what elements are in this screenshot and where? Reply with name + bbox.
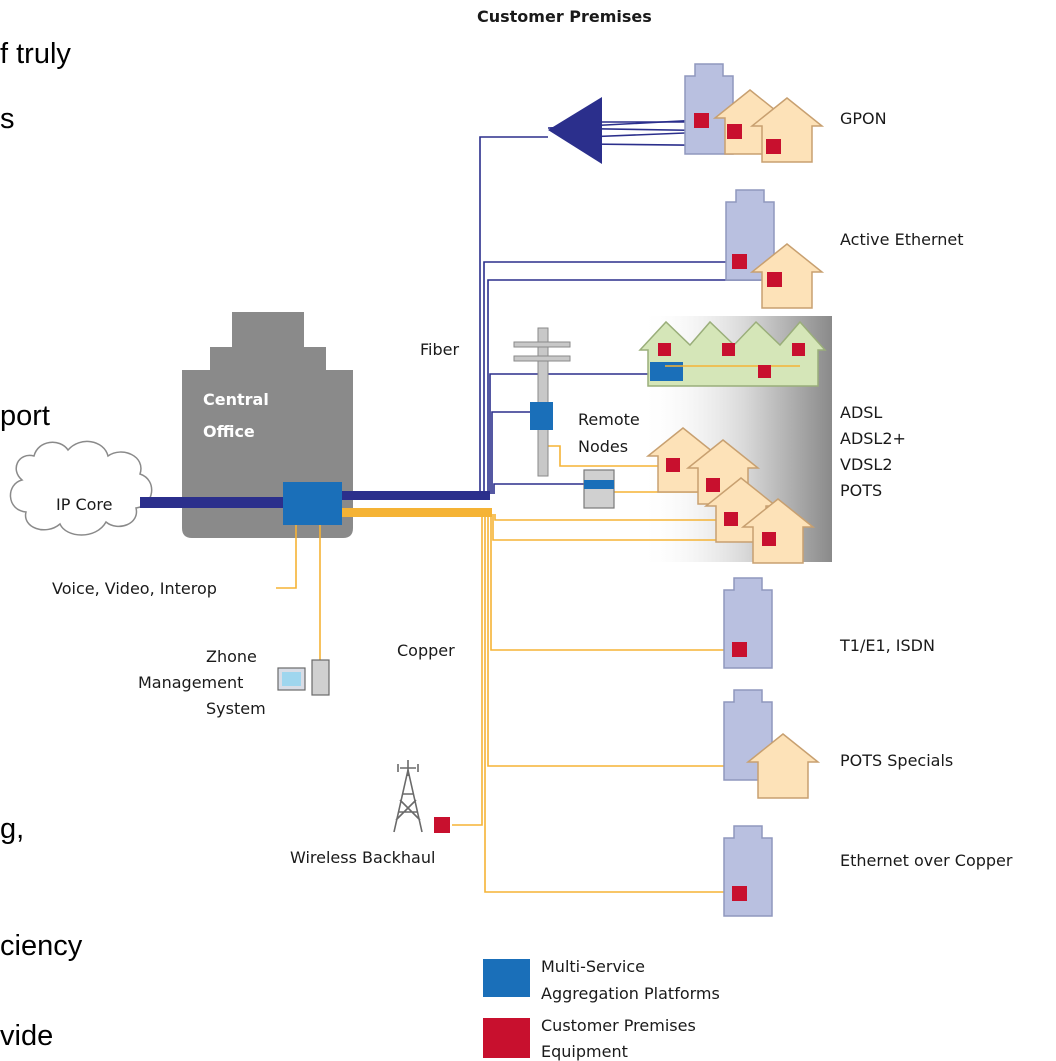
central-office-label: Central xyxy=(203,390,269,409)
dsl-label: VDSL2 xyxy=(840,455,893,474)
voice-video-interop-label: Voice, Video, Interop xyxy=(52,579,217,598)
legend: Multi-Service Aggregation Platforms Cust… xyxy=(483,957,720,1061)
gpon-label: GPON xyxy=(840,109,887,128)
slide-fragment: g, xyxy=(0,813,24,845)
pots-specials-label: POTS Specials xyxy=(840,751,953,770)
slide-fragment: ciency xyxy=(0,930,83,962)
remote-node-platform xyxy=(530,402,553,430)
central-aggregation-platform xyxy=(283,482,342,525)
server-icon xyxy=(311,659,330,696)
gpon-splitter xyxy=(548,97,602,164)
ip-core-label: IP Core xyxy=(56,495,112,514)
legend-label: Customer Premises xyxy=(541,1016,696,1035)
slide-fragment: f truly xyxy=(0,38,71,70)
slide-fragment: port xyxy=(0,400,50,432)
row-houses xyxy=(638,320,827,387)
wireless-tower-icon xyxy=(393,760,423,833)
slide-fragment: s xyxy=(0,103,15,135)
eoc-label: Ethernet over Copper xyxy=(840,851,1013,870)
central-office-building xyxy=(182,312,353,538)
fiber-lines xyxy=(479,119,775,494)
t1-label: T1/E1, ISDN xyxy=(839,636,935,655)
remote-nodes-label: Remote xyxy=(578,410,640,429)
dsl-label: ADSL2+ xyxy=(840,429,906,448)
copper-label: Copper xyxy=(397,641,455,660)
gpon-premises xyxy=(684,63,823,163)
legend-label: Aggregation Platforms xyxy=(541,984,720,1003)
active-ethernet-premises xyxy=(725,189,823,309)
management-label: Zhone xyxy=(206,647,257,666)
slide-fragment: vide xyxy=(0,1020,53,1052)
customer-premises-header: Customer Premises xyxy=(477,7,652,26)
ip-core-cloud xyxy=(9,440,153,536)
eoc-premises xyxy=(723,825,773,917)
dsl-label: POTS xyxy=(840,481,882,500)
legend-label: Multi-Service xyxy=(541,957,645,976)
fiber-label: Fiber xyxy=(420,340,459,359)
active-ethernet-label: Active Ethernet xyxy=(840,230,964,249)
management-label: System xyxy=(206,699,266,718)
central-office-label: Office xyxy=(203,422,255,441)
wireless-backhaul-label: Wireless Backhaul xyxy=(290,848,435,867)
dsl-houses xyxy=(647,427,814,564)
legend-swatch-cpe xyxy=(483,1018,530,1058)
management-label: Management xyxy=(138,673,243,692)
pots-specials-premises xyxy=(723,689,819,799)
dsl-label: ADSL xyxy=(840,403,882,422)
cabinet-node xyxy=(583,469,615,509)
copper-lines xyxy=(276,430,770,893)
remote-nodes-label: Nodes xyxy=(578,437,628,456)
legend-label: Equipment xyxy=(541,1042,628,1061)
legend-swatch-platform xyxy=(483,959,530,997)
wireless-cpe xyxy=(434,817,450,833)
t1-premises xyxy=(723,577,773,669)
